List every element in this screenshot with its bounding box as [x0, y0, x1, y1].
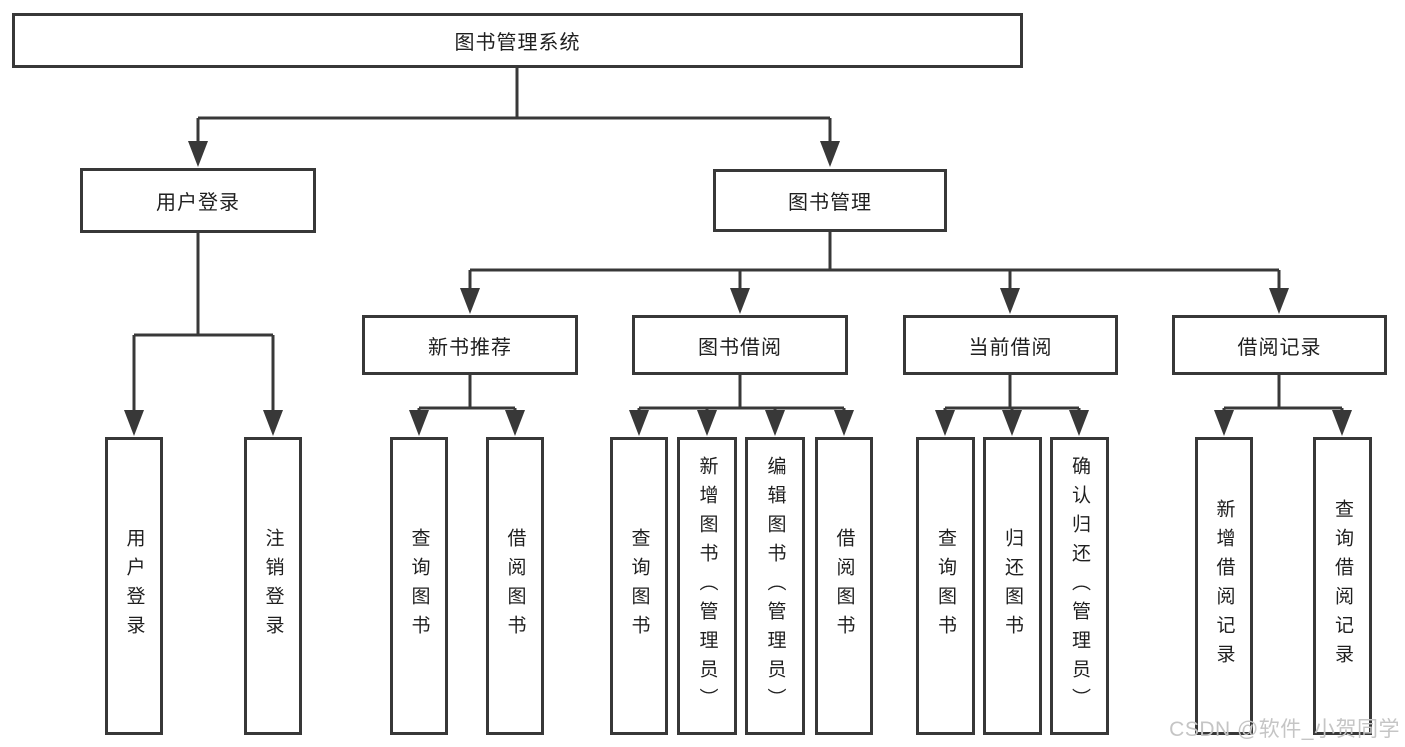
leaf-label: 用户登录 — [123, 528, 145, 644]
leaf-nbr-borrow-books: 借阅图书 — [486, 437, 544, 735]
leaf-bb-edit-books-admin: 编辑图书（管理员） — [745, 437, 805, 735]
leaf-label: 归还图书 — [1002, 528, 1023, 644]
node-book-management: 图书管理 — [713, 169, 947, 232]
leaf-br-query-record: 查询借阅记录 — [1313, 437, 1372, 735]
node-new-book-recommend: 新书推荐 — [362, 315, 578, 375]
leaf-bb-borrow-books: 借阅图书 — [815, 437, 873, 735]
leaf-label: 编辑图书（管理员） — [764, 455, 786, 717]
node-label: 当前借阅 — [968, 336, 1053, 359]
leaf-label: 查询图书 — [408, 528, 430, 644]
node-user-login: 用户登录 — [80, 168, 316, 233]
leaf-bb-add-books-admin: 新增图书（管理员） — [677, 437, 737, 735]
leaf-bb-query-books: 查询图书 — [610, 437, 668, 735]
leaf-label: 查询图书 — [628, 528, 650, 644]
leaf-logout-login: 注销登录 — [244, 437, 302, 735]
leaf-label: 查询图书 — [935, 528, 956, 644]
leaf-label: 确认归还（管理员） — [1069, 455, 1090, 717]
leaf-nbr-query-books: 查询图书 — [390, 437, 448, 735]
leaf-cb-confirm-return-admin: 确认归还（管理员） — [1050, 437, 1109, 735]
node-book-borrow: 图书借阅 — [632, 315, 848, 375]
leaf-user-login: 用户登录 — [105, 437, 163, 735]
node-label: 新书推荐 — [428, 336, 512, 359]
arrowheads — [124, 141, 1352, 436]
node-label: 图书管理系统 — [454, 32, 581, 54]
leaf-cb-return-books: 归还图书 — [983, 437, 1042, 735]
leaf-label: 注销登录 — [262, 528, 284, 644]
leaf-label: 新增图书（管理员） — [696, 455, 718, 717]
node-label: 用户登录 — [156, 192, 240, 214]
node-borrow-records: 借阅记录 — [1172, 315, 1387, 375]
node-label: 图书管理 — [788, 192, 872, 214]
leaf-br-add-record: 新增借阅记录 — [1195, 437, 1253, 735]
node-label: 借阅记录 — [1237, 336, 1322, 359]
leaf-label: 新增借阅记录 — [1213, 499, 1235, 673]
leaf-label: 查询借阅记录 — [1332, 499, 1353, 673]
node-root-library-management-system: 图书管理系统 — [12, 13, 1023, 68]
csdn-watermark: CSDN @软件_小贺同学 — [1169, 718, 1400, 741]
node-label: 图书借阅 — [698, 336, 782, 359]
node-current-borrow: 当前借阅 — [903, 315, 1118, 375]
leaf-label: 借阅图书 — [504, 528, 526, 644]
leaf-label: 借阅图书 — [833, 528, 855, 644]
leaf-cb-query-books: 查询图书 — [916, 437, 975, 735]
